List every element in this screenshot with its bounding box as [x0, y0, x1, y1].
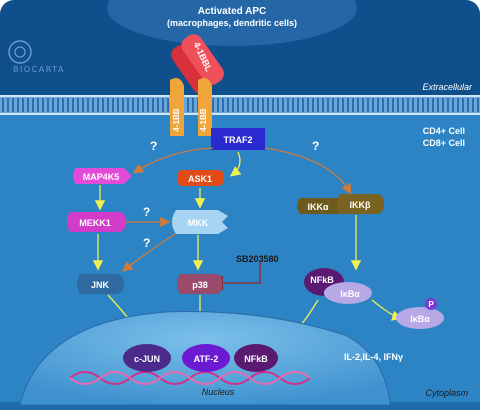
biocarta-logo: BIOCARTA: [8, 40, 65, 74]
traf2: TRAF2: [211, 128, 265, 150]
receptor-4-1bb-right: 4-1BB: [198, 78, 212, 136]
ikba-phosphorylated: IκBα P: [396, 298, 444, 329]
svg-text:IKKα: IKKα: [307, 202, 328, 212]
phosphate-badge: P: [428, 300, 434, 309]
unknown-mark: ?: [312, 139, 319, 153]
cytoplasm-label: Cytoplasm: [425, 388, 468, 398]
apc-cell: [107, 0, 357, 46]
apc-subtitle: (macrophages, dendritic cells): [167, 18, 297, 28]
mekk1: MEKK1: [67, 212, 126, 232]
nucleus-label: Nucleus: [202, 387, 235, 397]
cjun: c-JUN: [123, 344, 171, 372]
svg-text:JNK: JNK: [91, 280, 110, 290]
svg-text:MEKK1: MEKK1: [79, 218, 111, 228]
svg-text:IκBα: IκBα: [410, 314, 430, 324]
p38: p38: [177, 274, 222, 294]
ask1: ASK1: [177, 170, 224, 186]
cell-membrane: [0, 95, 480, 115]
unknown-mark: ?: [143, 205, 150, 219]
nfkb-ikba-complex: NFkB IκBα: [304, 268, 372, 304]
extracellular-label: Extracellular: [422, 82, 473, 92]
svg-text:BIOCARTA: BIOCARTA: [13, 65, 65, 74]
svg-text:ASK1: ASK1: [188, 174, 212, 184]
apc-title: Activated APC: [198, 6, 267, 17]
svg-text:NFkB: NFkB: [310, 275, 334, 285]
jnk: JNK: [77, 274, 124, 294]
svg-text:4-1BB: 4-1BB: [199, 108, 208, 131]
svg-text:ATF-2: ATF-2: [194, 354, 219, 364]
unknown-mark: ?: [143, 236, 150, 250]
ikk-complex: IKKα IKKβ: [297, 194, 384, 214]
svg-text:4-1BB: 4-1BB: [172, 108, 181, 131]
svg-text:p38: p38: [192, 280, 208, 290]
mkk: MKK: [172, 210, 228, 234]
inhibition-line: [221, 262, 261, 290]
cd8-label: CD8+ Cell: [423, 138, 465, 148]
map4k5: MAP4K5: [73, 168, 132, 184]
unknown-mark: ?: [150, 139, 157, 153]
dna-helix: [69, 371, 311, 385]
svg-text:c-JUN: c-JUN: [134, 354, 160, 364]
cytokines-label: IL-2,IL-4, IFNγ: [344, 352, 403, 362]
svg-text:IKKβ: IKKβ: [350, 200, 371, 210]
svg-text:MKK: MKK: [188, 218, 209, 228]
receptor-4-1bb-left: 4-1BB: [168, 78, 184, 136]
svg-text:IκBα: IκBα: [340, 289, 360, 299]
atf2: ATF-2: [182, 344, 230, 372]
svg-text:NFkB: NFkB: [244, 354, 268, 364]
sb203580-label: SB203580: [236, 254, 279, 264]
svg-text:MAP4K5: MAP4K5: [83, 172, 120, 182]
nfkb-nucleus: NFkB: [234, 344, 278, 372]
svg-text:TRAF2: TRAF2: [224, 135, 253, 145]
cd4-label: CD4+ Cell: [423, 126, 465, 136]
